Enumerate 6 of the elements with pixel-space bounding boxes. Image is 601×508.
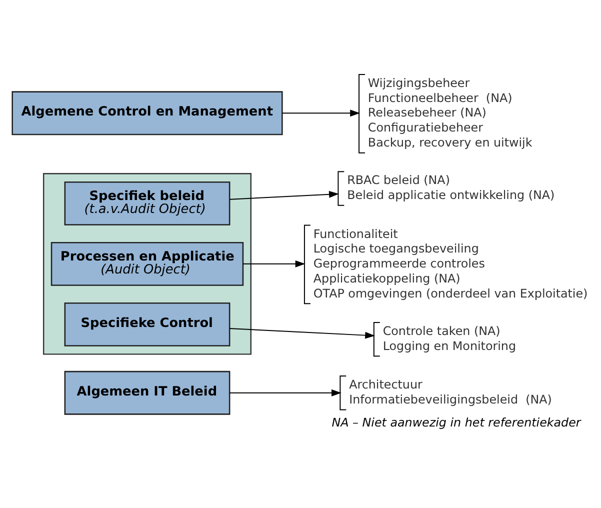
node-text: Controle taken (NA) Logging en Monitoring (382, 323, 516, 352)
node-text: Functionaliteit Logische toegangsbeveiling Geprogrammeerde controles Applicatiekoppeling (NA) OTAP omgevingen (onderdeel van Exploitatie) (313, 226, 588, 300)
node-text: RBAC beleid (NA) Beleid applicatie ontwikkeling (NA) (347, 172, 555, 202)
node-text: Architectuur Informatiebeveiligingsbeleid (NA) (349, 377, 552, 406)
caption: NA – Niet aanwezig in het referentiekader (332, 415, 581, 430)
node-text: Wijzigingsbeheer Functioneelbeheer (NA) Releasebeheer (NA) Configuratiebeheer Backup, recovery en uitwijk (368, 75, 532, 149)
